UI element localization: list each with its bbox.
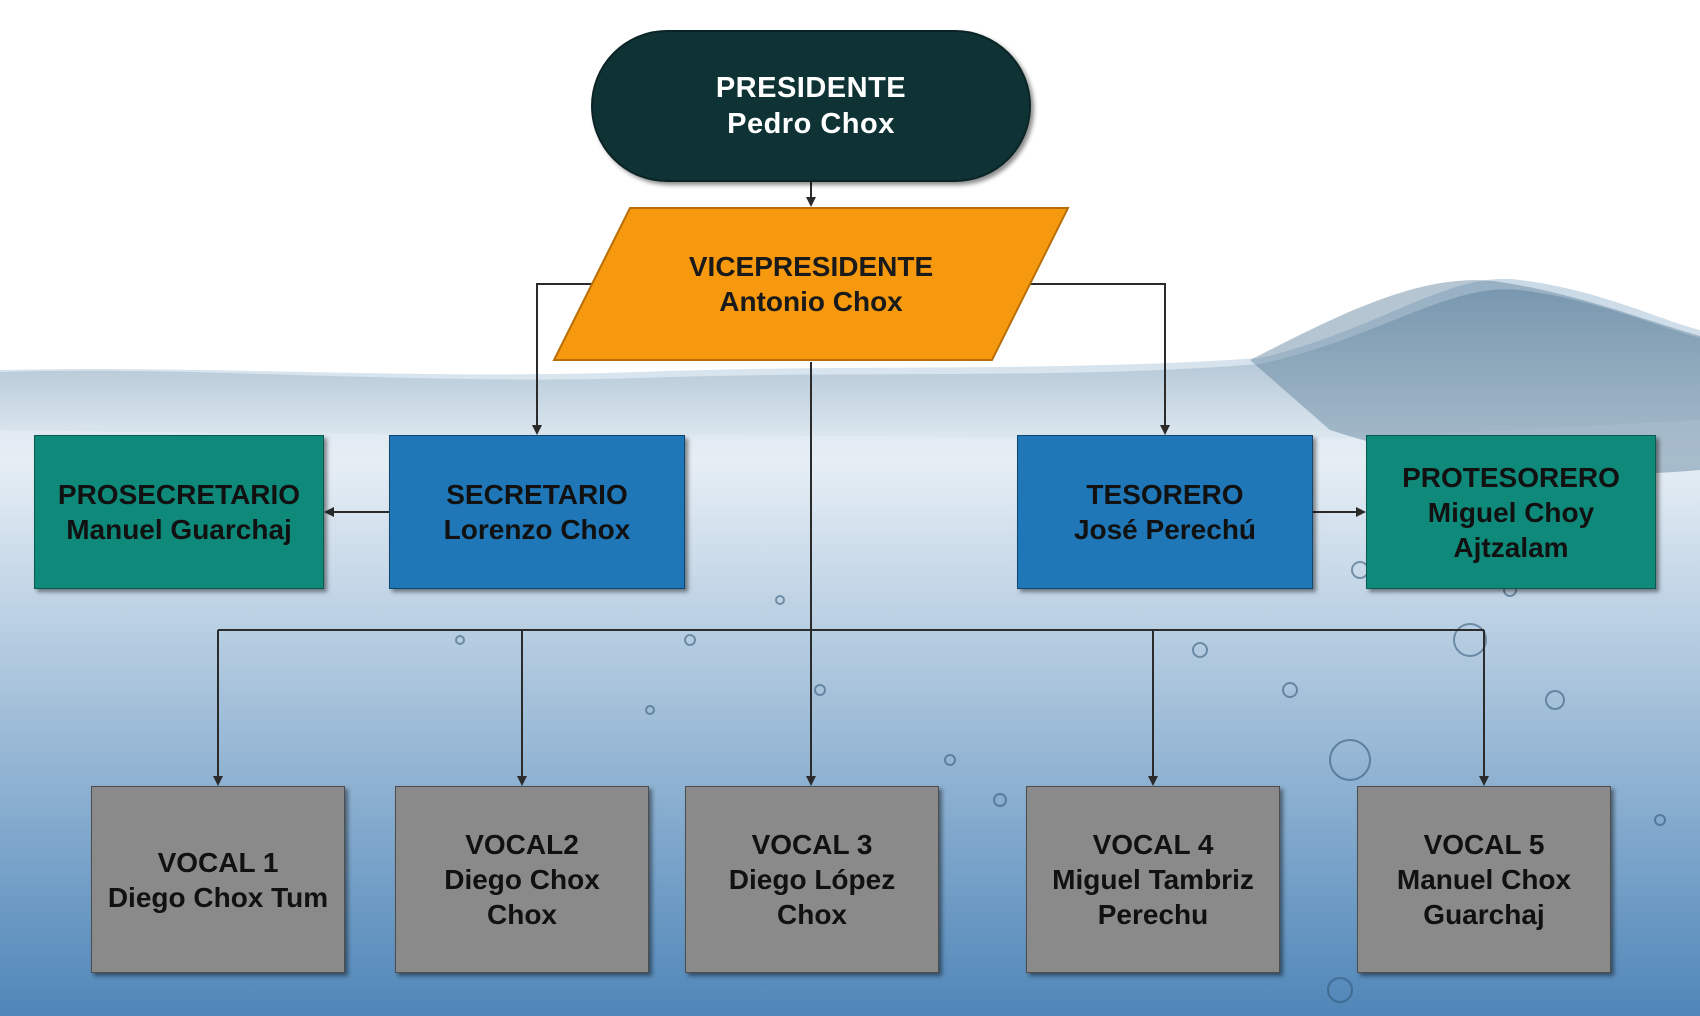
tesorero-role: TESORERO (1086, 479, 1244, 510)
vocal-name-line1: Diego Chox Tum (107, 881, 329, 913)
vocal-name-line1: Miguel Tambriz (1052, 864, 1254, 895)
vocal-node: VOCAL 5 Manuel Chox Guarchaj (1357, 786, 1611, 973)
link-vicepresident-secretario (532, 283, 592, 435)
vocal-role: VOCAL 3 (751, 829, 873, 860)
secretario-name: Lorenzo Chox (443, 514, 631, 545)
secretario-role: SECRETARIO (446, 479, 628, 510)
vocal-node: VOCAL 3 Diego López Chox (685, 786, 939, 973)
prosecretario-role: PROSECRETARIO (57, 479, 301, 510)
tesorero-node: TESORERO José Perechú (1017, 435, 1313, 589)
vocal-node: VOCAL2 Diego Chox Chox (395, 786, 649, 973)
president-name: Pedro Chox (727, 108, 895, 140)
vocal-name-line2: Chox (777, 899, 847, 930)
link-vicepresident-tesorero (1030, 283, 1170, 435)
protesorero-name-line2: Ajtzalam (1453, 531, 1569, 563)
protesorero-name-line1: Miguel Choy (1427, 496, 1595, 528)
tesorero-name: José Perechú (1073, 514, 1257, 545)
vocal-role: VOCAL 5 (1423, 829, 1545, 860)
vocal-role: VOCAL2 (465, 829, 579, 860)
vocal-name-line2: Perechu (1097, 899, 1209, 930)
vicepresident-node: VICEPRESIDENTE Antonio Chox (600, 206, 1022, 362)
vocal-role: VOCAL 1 (157, 846, 279, 878)
prosecretario-node: PROSECRETARIO Manuel Guarchaj (34, 435, 324, 589)
vocal-name-line2: Guarchaj (1423, 899, 1545, 930)
vocal-node: VOCAL 4 Miguel Tambriz Perechu (1026, 786, 1280, 973)
vocal-role: VOCAL 4 (1092, 829, 1214, 860)
vocal-name-line1: Diego López (728, 864, 896, 895)
vicepresident-parallelogram (552, 207, 1070, 361)
vocal-name-line1: Manuel Chox (1396, 864, 1572, 895)
vicepresident-role: VICEPRESIDENTE (688, 251, 934, 282)
vocal-node: VOCAL 1 Diego Chox Tum (91, 786, 345, 973)
vocal-name-line1: Diego Chox (444, 864, 600, 895)
protesorero-node: PROTESORERO Miguel Choy Ajtzalam (1366, 435, 1656, 589)
vicepresident-name: Antonio Chox (719, 286, 903, 317)
protesorero-role: PROTESORERO (1402, 461, 1620, 493)
vocal-name-line2: Chox (487, 899, 557, 930)
secretario-node: SECRETARIO Lorenzo Chox (389, 435, 685, 589)
president-node: PRESIDENTE Pedro Chox (591, 30, 1031, 182)
president-role: PRESIDENTE (715, 71, 907, 104)
prosecretario-name: Manuel Guarchaj (66, 514, 292, 545)
